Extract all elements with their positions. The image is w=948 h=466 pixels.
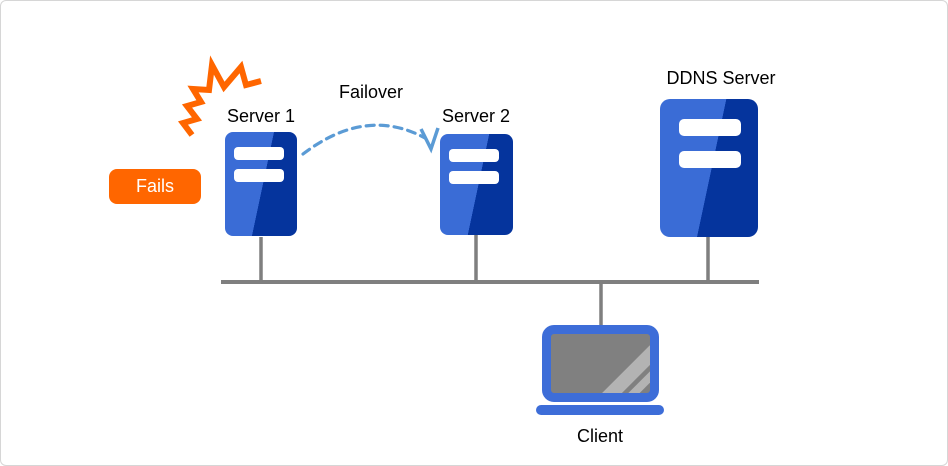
failover-arrowhead-icon (419, 127, 440, 154)
fails-badge: Fails (109, 169, 201, 204)
server1-label: Server 1 (226, 106, 296, 126)
server-slot (449, 171, 499, 184)
laptop-base (536, 405, 664, 415)
ddns-server-icon (660, 99, 758, 237)
server2-icon (440, 134, 513, 235)
server-slot (234, 147, 284, 160)
failover-arrow-icon (301, 123, 427, 156)
server-slot (679, 151, 741, 168)
server2-label: Server 2 (441, 106, 511, 126)
server-slot (449, 149, 499, 162)
server-slot (234, 169, 284, 182)
ddns-server-label: DDNS Server (666, 68, 776, 88)
failover-label: Failover (338, 82, 404, 102)
server-slot (679, 119, 741, 136)
client-label: Client (576, 426, 624, 446)
server1-icon (225, 132, 297, 236)
laptop-icon (542, 325, 659, 402)
